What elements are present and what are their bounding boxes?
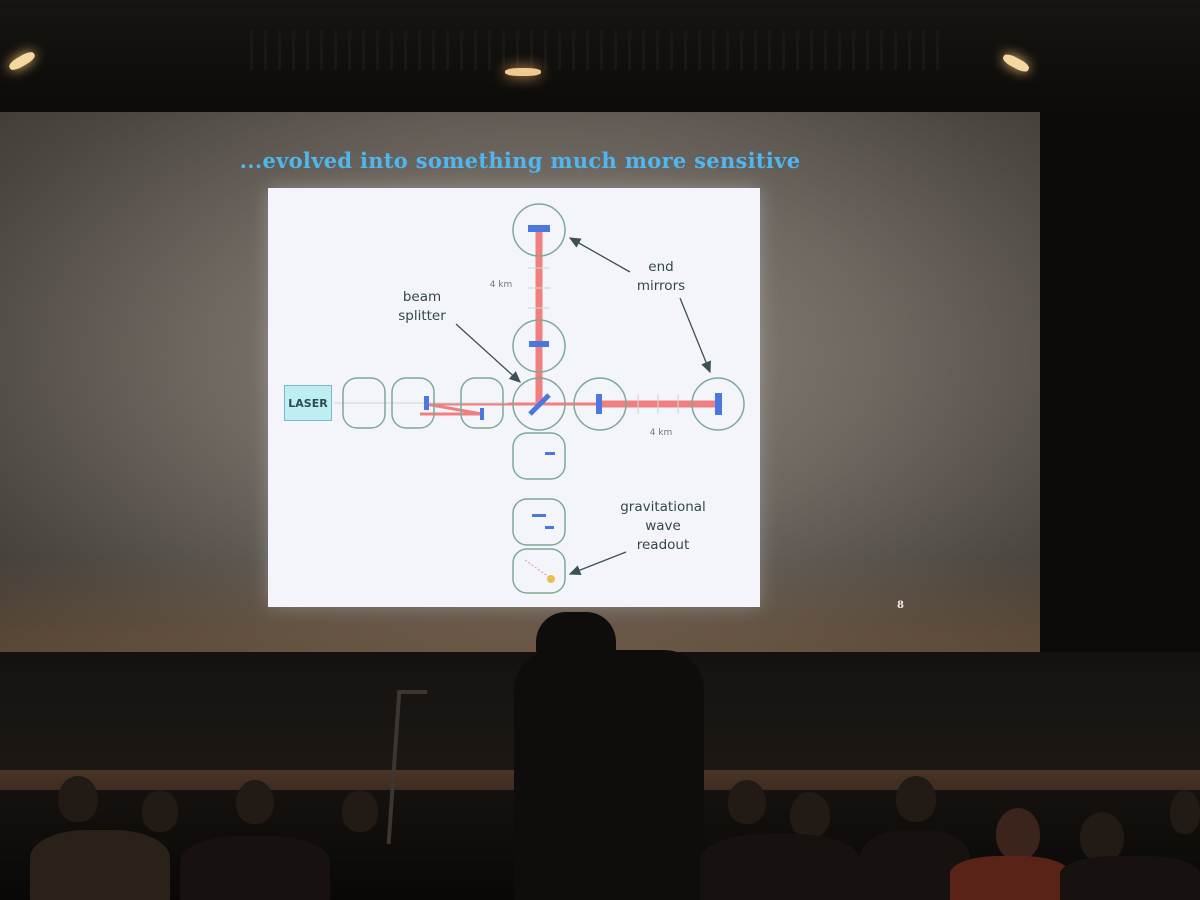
output-chamber-2	[513, 499, 565, 545]
audience-shoulders	[700, 834, 860, 900]
output-optic-2	[532, 514, 546, 517]
arm-length-vertical: 4 km	[484, 280, 518, 290]
audience-head	[896, 776, 936, 822]
audience-head	[342, 790, 378, 832]
audience-head	[58, 776, 98, 822]
output-chamber-1	[513, 433, 565, 479]
ceiling	[0, 0, 1200, 112]
audience-head	[236, 780, 274, 824]
audience-shoulders	[180, 836, 330, 900]
input-mirror-horizontal	[596, 394, 602, 414]
audience-head	[728, 780, 766, 824]
audience-shoulders	[1060, 856, 1200, 900]
stage-light-right	[1001, 52, 1030, 74]
stage-light-left	[7, 50, 36, 73]
ceiling-truss	[250, 30, 950, 70]
readout-label: gravitational wave readout	[598, 498, 728, 555]
beam-splitter-arrow	[456, 324, 520, 382]
side-wall	[1040, 112, 1200, 652]
arm-length-horizontal: 4 km	[644, 428, 678, 438]
beam-splitter-label: beam splitter	[386, 288, 458, 326]
audience-shoulders	[30, 830, 170, 900]
end-mirror-horizontal	[715, 393, 722, 415]
end-mirrors-label: end mirrors	[624, 258, 698, 296]
end-mirror-vertical	[528, 225, 550, 232]
end-mirror-arrow-right	[680, 298, 710, 372]
slide-page-number: 8	[897, 600, 904, 611]
audience-head	[1170, 790, 1200, 834]
mode-cleaner-mirror-2	[480, 408, 484, 420]
readout-arrow	[570, 552, 626, 574]
output-optic-1	[545, 452, 555, 455]
audience-shoulders	[950, 856, 1070, 900]
slide-title: ...evolved into something much more sens…	[200, 148, 840, 173]
presenter-body	[514, 650, 704, 900]
audience-head	[142, 790, 178, 832]
output-optic-3	[545, 526, 554, 529]
audience-head	[996, 808, 1040, 860]
audience-head	[1080, 812, 1124, 862]
readout-chamber	[513, 549, 565, 593]
mode-cleaner-mirror	[424, 396, 429, 410]
audience-head	[790, 792, 830, 838]
interferometer-diagram: LASER beam splitter end mirrors gravitat…	[268, 188, 760, 607]
end-mirror-arrow-top	[570, 238, 630, 272]
laser-source: LASER	[284, 385, 332, 421]
input-mirror-vertical	[529, 341, 549, 347]
readout-beam	[525, 560, 549, 577]
stage-light-center	[505, 68, 541, 76]
